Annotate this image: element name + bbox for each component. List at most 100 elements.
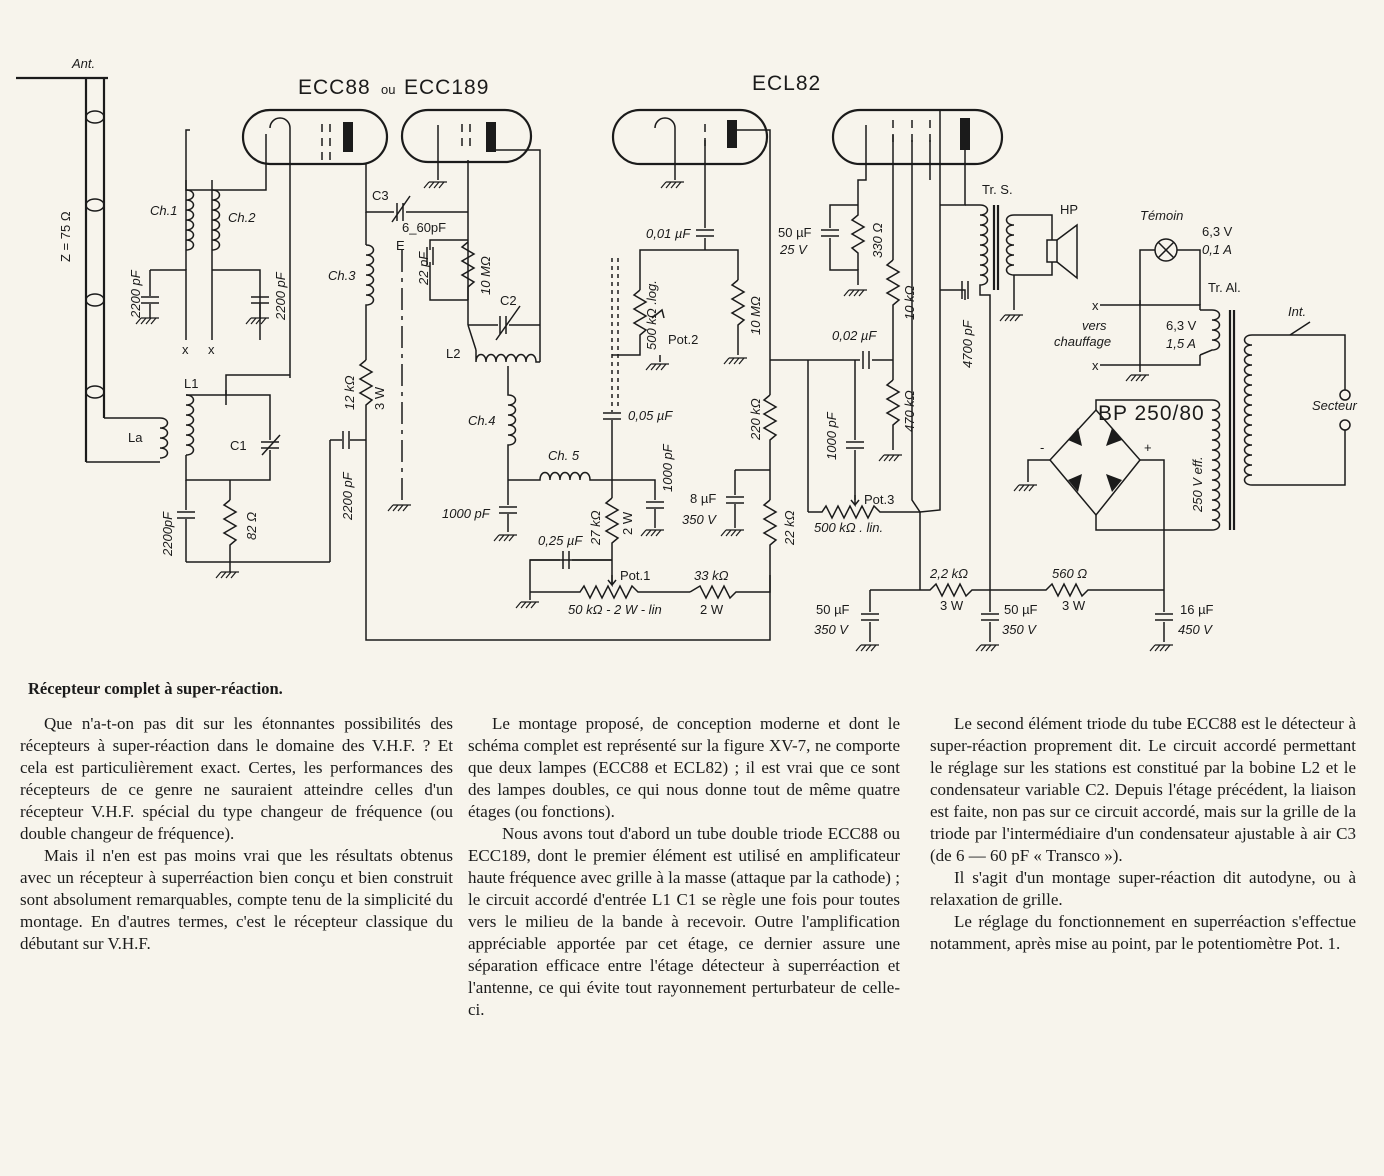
input-stage: [135, 129, 366, 579]
heat-current: 1,5 A: [1166, 336, 1196, 351]
int-label: Int.: [1288, 304, 1306, 319]
r27k-watt: 2 W: [620, 511, 635, 535]
c001-label: 0,01 µF: [646, 226, 691, 241]
c16-voltage: 450 V: [1178, 622, 1213, 637]
r10m-a-label: 10 MΩ: [478, 256, 493, 295]
x-d: x: [1092, 358, 1099, 373]
antenna: [16, 76, 160, 463]
output-stage: [770, 135, 1078, 590]
c50b-voltage: 350 V: [814, 622, 849, 637]
l1-label: L1: [184, 376, 198, 391]
c1000b-label: 1000 pF: [660, 443, 675, 492]
tube2-label: ECC189: [404, 76, 489, 99]
tube1-label: ECC88: [298, 76, 371, 99]
c2200d-label: 2200 pF: [340, 471, 355, 521]
c16-label: 16 µF: [1180, 602, 1214, 617]
heat-voltage: 6,3 V: [1166, 318, 1197, 333]
ecl82-tube: [611, 108, 1004, 166]
ch1-label: Ch.1: [150, 203, 177, 218]
trs-label: Tr. S.: [982, 182, 1013, 197]
tube-connector: ou: [381, 82, 395, 97]
minus-sign: -: [1040, 440, 1044, 455]
c002-label: 0,02 µF: [832, 328, 877, 343]
c1000a-label: 1000 pF: [442, 506, 491, 521]
paragraph: Le réglage du fonctionnement en superréa…: [930, 912, 1356, 953]
la-label: La: [128, 430, 143, 445]
c4700-label: 4700 pF: [960, 319, 975, 368]
c50b-label: 50 µF: [816, 602, 850, 617]
paragraph: Nous avons tout d'abord un tube double t…: [468, 824, 900, 1019]
ch3-label: Ch.3: [328, 268, 356, 283]
chauffage-label: chauffage: [1054, 334, 1111, 349]
hp-label: HP: [1060, 202, 1078, 217]
c1000c-label: 1000 pF: [824, 411, 839, 460]
c50a-voltage: 25 V: [779, 242, 808, 257]
text-column-3: Le second élément triode du tube ECC88 e…: [930, 713, 1356, 955]
c005-label: 0,05 µF: [628, 408, 673, 423]
x-c: x: [1092, 298, 1099, 313]
audio-preamp: [515, 129, 778, 609]
power-supply: [855, 512, 1174, 652]
lamp-voltage: 6,3 V: [1202, 224, 1233, 239]
r560-watt: 3 W: [1062, 598, 1086, 613]
c2200c-label: 2200pF: [160, 511, 175, 557]
c50a-label: 50 µF: [778, 225, 812, 240]
r2-2k-watt: 3 W: [940, 598, 964, 613]
ch2-label: Ch.2: [228, 210, 256, 225]
paragraph: Mais il n'en est pas moins vrai que les …: [20, 846, 453, 953]
x-b: x: [208, 342, 215, 357]
ch5-label: Ch. 5: [548, 448, 580, 463]
r12k-label: 12 kΩ: [342, 375, 357, 410]
r10m-b-label: 10 MΩ: [748, 296, 763, 335]
paragraph: Il s'agit d'un montage super-réaction di…: [930, 868, 1356, 909]
bridge-label: BP 250/80: [1098, 402, 1205, 425]
c50c-voltage: 350 V: [1002, 622, 1037, 637]
e-label: E: [396, 238, 405, 253]
c2200b-label: 2200 pF: [273, 271, 288, 321]
pot3-value: 500 kΩ . lin.: [814, 520, 883, 535]
r33k-label: 33 kΩ: [694, 568, 729, 583]
text-column-1: Que n'a-t-on pas dit sur les étonnantes …: [20, 713, 453, 955]
circuit-schematic: Ant. Z = 75 Ω ECC88 ou ECC189: [16, 56, 1357, 652]
c8-label: 8 µF: [690, 491, 716, 506]
x-a: x: [182, 342, 189, 357]
tral-label: Tr. Al.: [1208, 280, 1241, 295]
r330-label: 330 Ω: [870, 223, 885, 258]
r470k-label: 470 kΩ: [902, 390, 917, 432]
c2200a-label: 2200 pF: [128, 269, 143, 319]
ant-label: Ant.: [71, 56, 95, 71]
r2-2k-label: 2,2 kΩ: [929, 566, 968, 581]
r10k-label: 10 kΩ: [902, 285, 917, 320]
paragraph: Le montage proposé, de conception modern…: [468, 714, 900, 821]
r220k-label: 220 kΩ: [748, 398, 763, 441]
r12k-watt: 3 W: [372, 386, 387, 410]
ecc88-tube: [241, 108, 533, 166]
pot2-label: Pot.2: [668, 332, 698, 347]
pot1-value: 50 kΩ - 2 W - lin: [568, 602, 662, 617]
c1-label: C1: [230, 438, 247, 453]
secteur-label: Secteur: [1312, 398, 1357, 413]
l2-label: L2: [446, 346, 460, 361]
c025-label: 0,25 µF: [538, 533, 583, 548]
ch4-label: Ch.4: [468, 413, 495, 428]
lamp-current: 0,1 A: [1202, 242, 1232, 257]
r27k-label: 27 kΩ: [588, 510, 603, 546]
r22k-label: 22 kΩ: [782, 510, 797, 546]
figure-caption: Récepteur complet à super-réaction.: [28, 679, 283, 698]
c2-label: C2: [500, 293, 517, 308]
pot3-label: Pot.3: [864, 492, 894, 507]
tube3-label: ECL82: [752, 72, 821, 95]
mains-section: [1013, 238, 1351, 540]
v250-label: 250 V eff.: [1190, 456, 1205, 513]
c50c-label: 50 µF: [1004, 602, 1038, 617]
r33k-watt: 2 W: [700, 602, 724, 617]
r82-label: 82 Ω: [244, 512, 259, 540]
plus-sign: +: [1144, 440, 1152, 455]
pot1-label: Pot.1: [620, 568, 650, 583]
paragraph: Le second élément triode du tube ECC88 e…: [930, 714, 1356, 865]
c3-value: 6_60pF: [402, 220, 446, 235]
impedance-label: Z = 75 Ω: [58, 211, 73, 262]
c8-voltage: 350 V: [682, 512, 717, 527]
temoin-label: Témoin: [1140, 208, 1183, 223]
vers-label: vers: [1082, 318, 1107, 333]
